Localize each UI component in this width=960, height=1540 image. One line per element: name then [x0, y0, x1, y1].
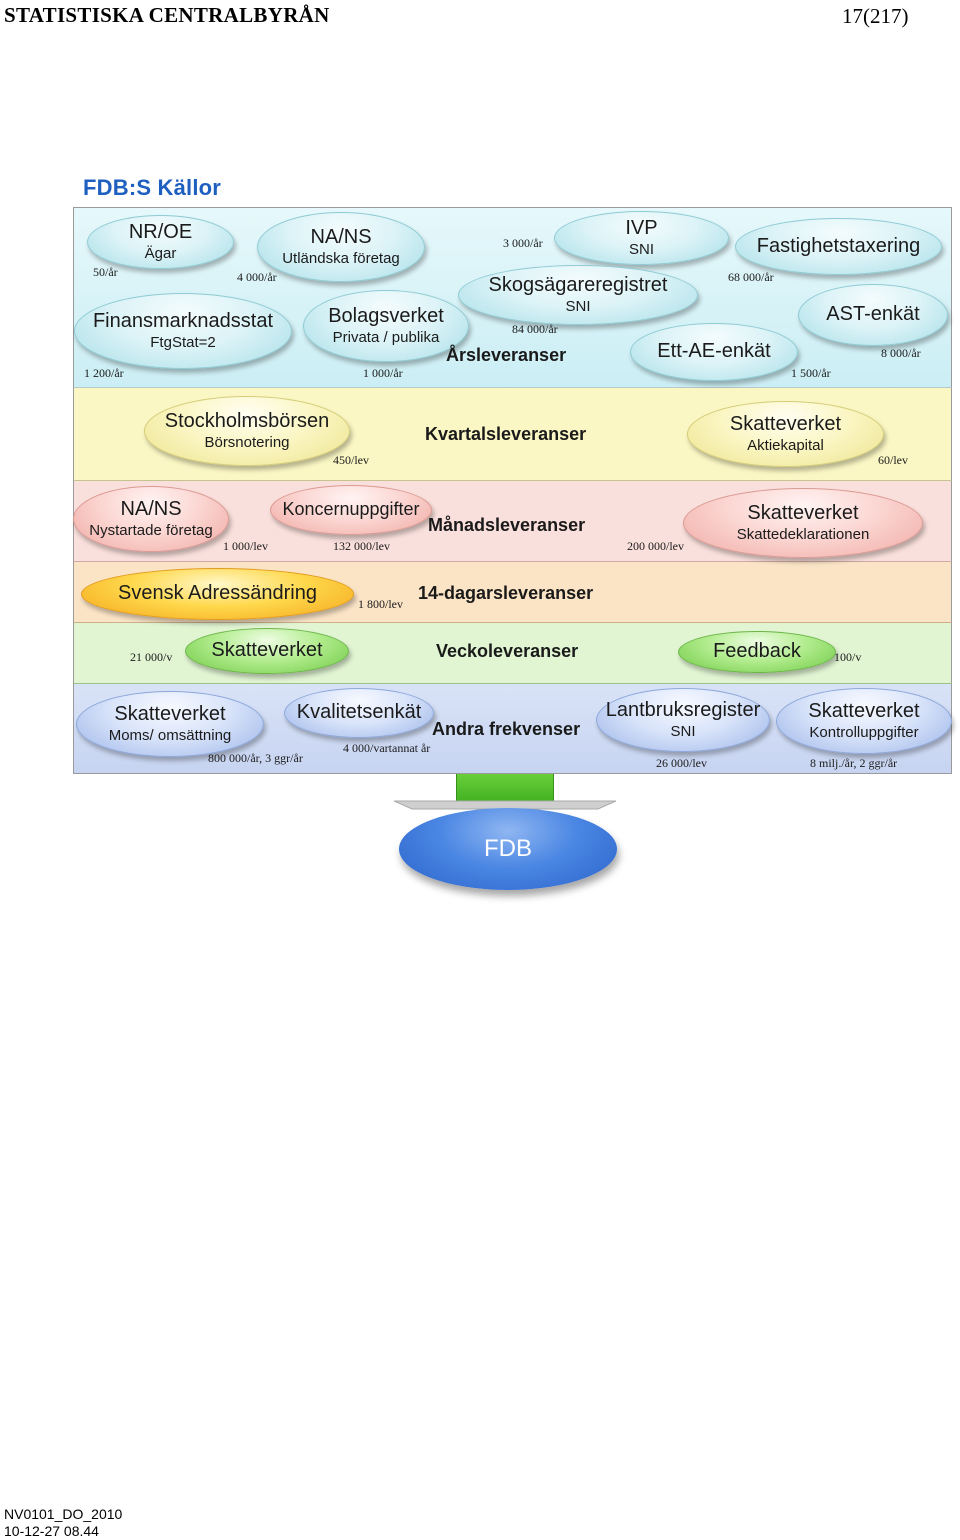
source-skatteverket-kontrolluppgifter: Skatteverket Kontrolluppgifter [776, 688, 952, 754]
source-skatteverket-vecko: Skatteverket [185, 628, 349, 674]
volume-label: 8 000/år [881, 346, 921, 360]
volume-label: 50/år [93, 265, 118, 279]
source-bolagsverket: Bolagsverket Privata / publika [303, 290, 469, 362]
source-finansmarknadsstat: Finansmarknadsstat FtgStat=2 [74, 293, 292, 369]
volume-label: 8 milj./år, 2 ggr/år [810, 756, 898, 770]
diagram-title: FDB:S Källor [83, 175, 222, 200]
source-kvalitetsenkat: Kvalitetsenkät [284, 688, 434, 738]
source-stockholmsborsen: Stockholmsbörsen Börsnotering [144, 396, 350, 466]
band-label-veckoleveranser: Veckoleveranser [436, 641, 579, 661]
flow-arrow-head [394, 800, 616, 810]
footer-timestamp: 10-12-27 08.44 [4, 1523, 99, 1539]
volume-label: 84 000/år [512, 322, 558, 336]
volume-label: 1 000/lev [223, 539, 268, 553]
volume-label: 1 500/år [791, 366, 831, 380]
volume-label: 132 000/lev [333, 539, 390, 553]
fdb-target: FDB [399, 808, 617, 890]
volume-label: 21 000/v [130, 650, 173, 664]
source-fastighetstaxering: Fastighetstaxering [735, 218, 942, 275]
volume-label: 1 000/år [363, 366, 403, 380]
source-koncernuppgifter: Koncernuppgifter [270, 485, 432, 535]
fdb-label: FDB [484, 835, 532, 862]
source-skatteverket-moms: Skatteverket Moms/ omsättning [76, 691, 264, 757]
band-label-kvartalsleveranser: Kvartalsleveranser [425, 424, 587, 444]
source-na-ns-nystartade: NA/NS Nystartade företag [73, 486, 229, 552]
band-label-arsleveranser: Årsleveranser [446, 345, 567, 365]
source-lantbruksregister: Lantbruksregister SNI [596, 688, 770, 752]
volume-label: 26 000/lev [656, 756, 707, 770]
volume-label: 4 000/år [237, 270, 277, 284]
band-label-14-dagarsleveranser: 14-dagarsleveranser [418, 583, 594, 603]
source-skatteverket-aktiekapital: Skatteverket Aktiekapital [687, 401, 884, 467]
page-header-org: STATISTISKA CENTRALBYRÅN [4, 3, 330, 27]
volume-label: 200 000/lev [627, 539, 684, 553]
source-skatteverket-skattedeklarationen: Skatteverket Skattedeklarationen [683, 488, 923, 558]
volume-label: 1 800/lev [358, 597, 403, 611]
footer-doc-id: NV0101_DO_2010 [4, 1506, 123, 1522]
source-ast-enkat: AST-enkät [798, 284, 948, 346]
page-number: 17(217) [842, 4, 909, 28]
volume-label: 68 000/år [728, 270, 774, 284]
volume-label: 1 200/år [84, 366, 124, 380]
source-ivp: IVP SNI [554, 211, 729, 265]
source-svensk-adressandring: Svensk Adressändring [81, 568, 354, 620]
band-label-manadsleveranser: Månadsleveranser [428, 515, 586, 535]
volume-label: 4 000/vartannat år [343, 741, 431, 755]
source-feedback: Feedback [678, 631, 836, 673]
volume-label: 3 000/år [503, 236, 543, 250]
source-na-ns-utlandska: NA/NS Utländska företag [257, 212, 425, 282]
source-ett-ae-enkat: Ett-AE-enkät [630, 323, 798, 381]
source-skogsagareregistret: Skogsägareregistret SNI [458, 265, 698, 325]
volume-label: 450/lev [333, 453, 369, 467]
volume-label: 60/lev [878, 453, 908, 467]
source-nr-oe: NR/OE Ägar [87, 215, 234, 269]
volume-label: 800 000/år, 3 ggr/år [208, 751, 303, 765]
band-label-andra-frekvenser: Andra frekvenser [432, 719, 581, 739]
volume-label: 100/v [834, 650, 862, 664]
